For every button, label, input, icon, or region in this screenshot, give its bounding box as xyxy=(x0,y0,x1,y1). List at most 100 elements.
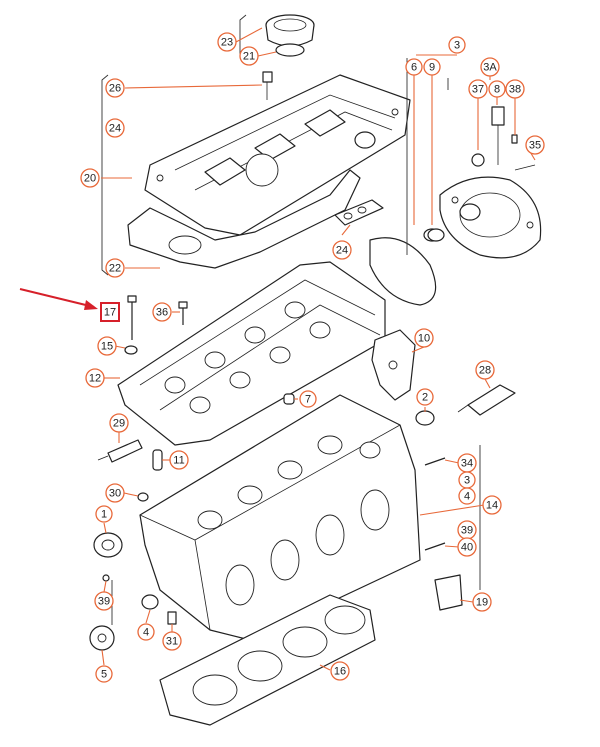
sealant-tube-28 xyxy=(457,384,516,416)
bracket-10 xyxy=(371,329,416,401)
callout-34: 34 xyxy=(457,453,477,473)
callout-39: 39 xyxy=(94,591,114,611)
callout-5: 5 xyxy=(95,665,113,683)
callout-label: 16 xyxy=(334,666,346,678)
callout-label: 5 xyxy=(101,669,107,681)
callout-label: 3 xyxy=(454,40,460,52)
callout-21: 21 xyxy=(239,46,259,66)
bolt-17 xyxy=(127,295,137,340)
callout-label: 19 xyxy=(476,597,488,609)
callout-label: 22 xyxy=(109,263,121,275)
callout-label: 11 xyxy=(173,455,184,467)
seal-30 xyxy=(137,492,149,502)
callout-38: 38 xyxy=(505,79,525,99)
callout-4: 4 xyxy=(458,487,476,505)
leader-lines xyxy=(101,27,536,671)
callout-16: 16 xyxy=(330,661,350,681)
callout-label: 6 xyxy=(411,62,417,74)
callout-28: 28 xyxy=(475,360,495,380)
callout-11: 11 xyxy=(169,450,189,470)
sealant-tube-29 xyxy=(97,439,143,463)
callout-label: 2 xyxy=(422,392,428,404)
callout-label: 35 xyxy=(529,140,541,152)
callout-label: 28 xyxy=(479,365,491,377)
callout-label: 26 xyxy=(109,83,121,95)
callout-3: 3 xyxy=(458,471,476,489)
callout-label: 3 xyxy=(464,475,470,487)
callout-14: 14 xyxy=(482,495,502,515)
camshaft-bearing-frame xyxy=(117,261,386,446)
callout-26: 26 xyxy=(105,78,125,98)
callout-15: 15 xyxy=(97,336,117,356)
callout-label: 24 xyxy=(109,123,121,135)
callout-12: 12 xyxy=(85,368,105,388)
callout-2: 2 xyxy=(416,388,434,406)
bolt-35 xyxy=(514,164,536,171)
callout-label: 30 xyxy=(109,488,121,500)
bracket-19 xyxy=(434,574,463,611)
cover-gasket xyxy=(127,169,361,269)
callout-10: 10 xyxy=(414,328,434,348)
callout-30: 30 xyxy=(105,483,125,503)
callout-label: 1 xyxy=(101,509,107,521)
cylinder-head-cover xyxy=(144,74,411,236)
washer-15 xyxy=(124,345,138,355)
callout-37: 37 xyxy=(468,79,488,99)
callout-36: 36 xyxy=(152,302,172,322)
seal-4 xyxy=(141,594,159,610)
callout-17: 17 xyxy=(100,302,120,322)
callout-label: 29 xyxy=(113,418,125,430)
callout-label: 38 xyxy=(509,84,521,96)
callout-label: 34 xyxy=(461,458,473,470)
callout-label: 24 xyxy=(336,245,348,257)
bolt-31 xyxy=(167,611,177,625)
callout-label: 9 xyxy=(429,62,435,74)
callout-label: 10 xyxy=(418,333,430,345)
callout-label: 39 xyxy=(98,596,110,608)
callout-1: 1 xyxy=(95,505,113,523)
callout-label: 37 xyxy=(472,84,484,96)
seal-2 xyxy=(415,410,435,426)
callout-label: 20 xyxy=(84,173,96,185)
ball-39 xyxy=(102,574,110,582)
callout-label: 12 xyxy=(89,373,101,385)
sensor-8 xyxy=(471,106,518,167)
o-rings-6-9 xyxy=(423,228,445,242)
seal-24 xyxy=(334,199,384,226)
plug-7 xyxy=(283,393,295,405)
callout-4: 4 xyxy=(137,623,155,641)
callout-31: 31 xyxy=(162,631,182,651)
callout-label: 40 xyxy=(461,542,473,554)
callout-label: 39 xyxy=(461,525,473,537)
oil-filler-cap xyxy=(265,14,315,57)
callout-label: 4 xyxy=(464,491,470,503)
callout-8: 8 xyxy=(488,80,506,98)
sprocket-5 xyxy=(89,625,115,651)
callout-label: 4 xyxy=(143,627,149,639)
callout-label: 17 xyxy=(104,307,116,319)
seal-1 xyxy=(93,532,123,558)
callout-23: 23 xyxy=(217,32,237,52)
highlight-arrow xyxy=(19,288,98,310)
callout-label: 3A xyxy=(483,62,497,74)
gasket-round-24 xyxy=(369,237,437,306)
callout-3: 3 xyxy=(448,36,466,54)
stud-34 xyxy=(424,457,446,466)
callout-label: 31 xyxy=(166,636,178,648)
pin-11 xyxy=(152,449,163,471)
callout-19: 19 xyxy=(472,592,492,612)
callout-label: 23 xyxy=(221,37,233,49)
callout-24: 24 xyxy=(332,240,352,260)
callout-35: 35 xyxy=(525,135,545,155)
callout-6: 6 xyxy=(405,58,423,76)
callout-7: 7 xyxy=(299,390,317,408)
callout-20: 20 xyxy=(80,168,100,188)
callout-label: 21 xyxy=(243,51,255,63)
callout-24: 24 xyxy=(105,118,125,138)
bolt-26 xyxy=(262,71,273,100)
callout-22: 22 xyxy=(105,258,125,278)
callout-40: 40 xyxy=(457,537,477,557)
head-gasket xyxy=(159,594,376,726)
